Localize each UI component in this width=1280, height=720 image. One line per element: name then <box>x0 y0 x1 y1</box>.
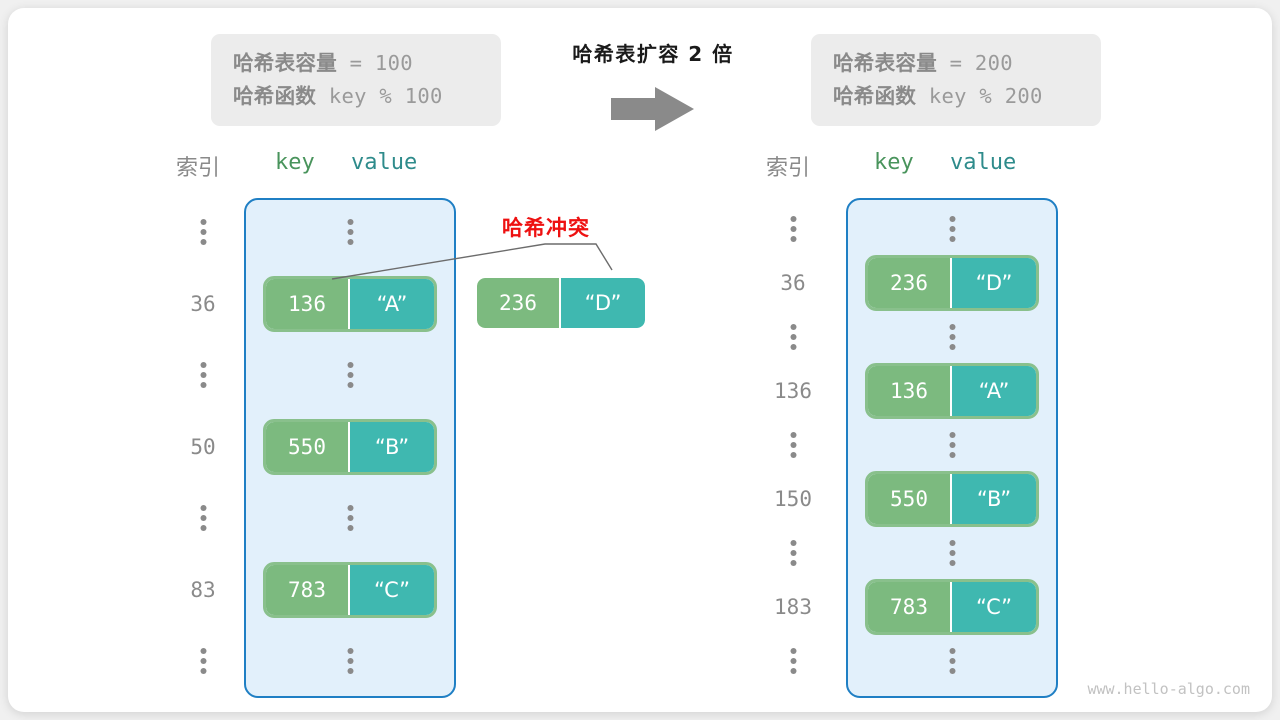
left-pair-key: 783 <box>266 564 350 615</box>
function-expr-after: key % 200 <box>916 84 1043 108</box>
function-label-after: 哈希函数 <box>833 84 917 108</box>
left-pair-key: 550 <box>266 421 350 472</box>
right-bucket-ellipsis <box>949 432 956 458</box>
capacity-expr-before: = 100 <box>337 51 413 75</box>
capacity-line-after: 哈希表容量 = 200 <box>833 47 1079 80</box>
left-pair-key: 136 <box>266 278 350 329</box>
left-pair-cell[interactable]: 783“C” <box>263 561 437 618</box>
collision-label: 哈希冲突 <box>502 216 590 240</box>
right-index-ellipsis <box>790 216 797 242</box>
floating-pair-cell[interactable]: 236 “D” <box>474 275 648 331</box>
function-line-before: 哈希函数 key % 100 <box>233 80 479 113</box>
left-bucket-ellipsis <box>347 648 354 674</box>
right-bucket-ellipsis <box>949 324 956 350</box>
left-index-ellipsis <box>200 505 207 531</box>
left-index-ellipsis <box>200 362 207 388</box>
right-index-cell: 150 <box>774 487 812 511</box>
right-pair-value: “D” <box>952 258 1036 308</box>
left-index-cell: 50 <box>190 434 216 459</box>
right-pair-cell[interactable]: 783“C” <box>865 579 1039 635</box>
right-bucket-ellipsis <box>949 540 956 566</box>
left-index-ellipsis <box>200 648 207 674</box>
right-header-value: value <box>950 150 1017 175</box>
function-line-after: 哈希函数 key % 200 <box>833 80 1079 113</box>
left-pair-cell[interactable]: 550“B” <box>263 418 437 475</box>
right-bucket-ellipsis <box>949 648 956 674</box>
capacity-label-after: 哈希表容量 <box>833 51 937 75</box>
left-pair-value: “B” <box>350 421 434 472</box>
left-index-cell: 36 <box>190 291 216 316</box>
right-index-cell: 183 <box>774 595 812 619</box>
right-bucket-ellipsis <box>949 216 956 242</box>
capacity-line-before: 哈希表容量 = 100 <box>233 47 479 80</box>
watermark: www.hello-algo.com <box>1087 680 1250 698</box>
right-header-index: 索引 <box>765 156 810 181</box>
right-index-ellipsis <box>790 648 797 674</box>
right-pair-value: “C” <box>952 582 1036 632</box>
right-index-ellipsis <box>790 324 797 350</box>
right-index-cell: 36 <box>780 271 806 295</box>
right-index-cell: 136 <box>774 379 812 403</box>
diagram-canvas: 哈希表容量 = 100 哈希函数 key % 100 哈希表扩容 2 倍 哈希表… <box>8 8 1272 712</box>
left-pair-value: “A” <box>350 278 434 329</box>
function-expr-before: key % 100 <box>316 84 443 108</box>
capacity-label-before: 哈希表容量 <box>233 51 337 75</box>
left-bucket-ellipsis <box>347 219 354 245</box>
left-header-index: 索引 <box>175 156 220 181</box>
left-index-cell: 83 <box>190 577 216 602</box>
right-header-key: key <box>874 150 914 175</box>
right-pair-cell[interactable]: 550“B” <box>865 471 1039 527</box>
left-bucket-ellipsis <box>347 505 354 531</box>
resize-title: 哈希表扩容 2 倍 <box>572 42 734 66</box>
right-pair-cell[interactable]: 236“D” <box>865 255 1039 311</box>
left-index-ellipsis <box>200 219 207 245</box>
capacity-expr-after: = 200 <box>937 51 1013 75</box>
right-pair-key: 236 <box>868 258 952 308</box>
right-pair-value: “A” <box>952 366 1036 416</box>
right-index-ellipsis <box>790 540 797 566</box>
info-box-after: 哈希表容量 = 200 哈希函数 key % 200 <box>811 34 1101 126</box>
floating-pair-key: 236 <box>477 278 561 328</box>
left-header-key: key <box>275 150 315 175</box>
left-pair-cell[interactable]: 136“A” <box>263 275 437 332</box>
left-bucket-ellipsis <box>347 362 354 388</box>
right-pair-key: 783 <box>868 582 952 632</box>
function-label-before: 哈希函数 <box>233 84 317 108</box>
left-header-value: value <box>351 150 418 175</box>
right-pair-cell[interactable]: 136“A” <box>865 363 1039 419</box>
right-arrow-icon <box>608 84 698 134</box>
right-pair-value: “B” <box>952 474 1036 524</box>
right-index-ellipsis <box>790 432 797 458</box>
right-pair-key: 136 <box>868 366 952 416</box>
floating-pair-value: “D” <box>561 278 645 328</box>
left-pair-value: “C” <box>350 564 434 615</box>
info-box-before: 哈希表容量 = 100 哈希函数 key % 100 <box>211 34 501 126</box>
right-pair-key: 550 <box>868 474 952 524</box>
